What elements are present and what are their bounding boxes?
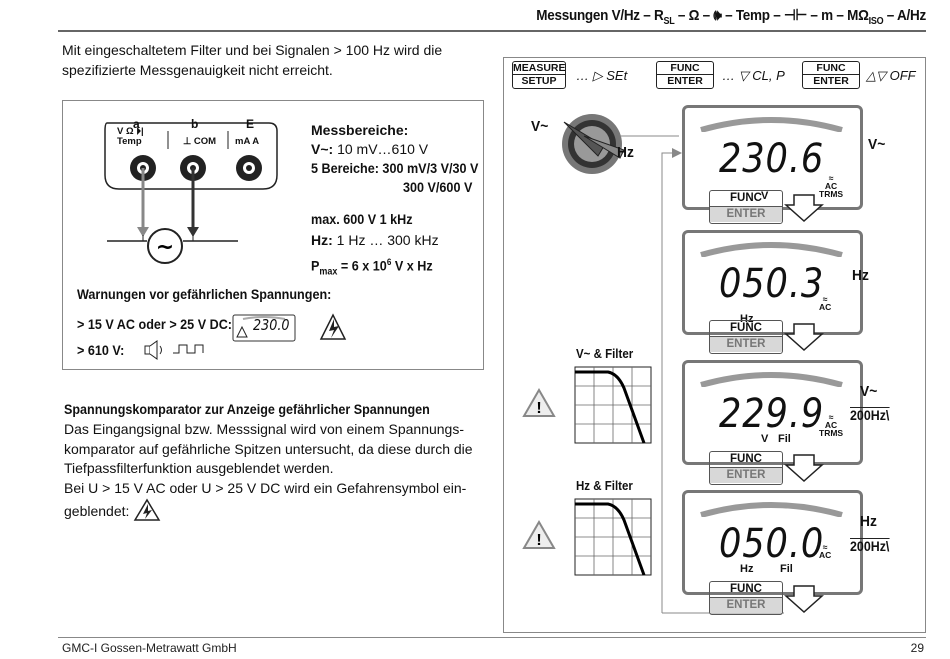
range-v: V~: 10 mV…610 V bbox=[311, 141, 429, 157]
terminal-e: E bbox=[246, 117, 255, 131]
label-com: ⊥ COM bbox=[183, 136, 217, 147]
lcd-unit: Hz bbox=[740, 313, 754, 325]
warn-title: Warnungen vor gefährlichen Spannungen: bbox=[77, 286, 332, 302]
flow-arrows bbox=[620, 135, 784, 614]
filter-note: Mit eingeschaltetem Filter und bei Signa… bbox=[62, 42, 443, 78]
filter-label-v: V~ & Filter bbox=[576, 347, 634, 361]
svg-text:!: ! bbox=[536, 400, 541, 417]
danger-symbol-icon bbox=[133, 498, 161, 521]
lcd-value: 229.9 bbox=[719, 391, 825, 437]
filter-curve-v bbox=[574, 366, 652, 444]
section-body-2: Bei U > 15 V AC oder U > 25 V DC wird ei… bbox=[64, 479, 484, 523]
down-arrow-icon bbox=[784, 454, 824, 483]
range-5b: 300 V/600 V bbox=[403, 179, 473, 195]
ranges-title: Messbereiche: bbox=[311, 122, 409, 138]
svg-text:~: ~ bbox=[156, 235, 174, 260]
page-number: 29 bbox=[910, 641, 924, 655]
lcd-fil: Fil bbox=[780, 563, 793, 575]
section-title: Spannungskomparator zur Anzeige gefährli… bbox=[64, 402, 430, 417]
footer-rule bbox=[58, 637, 926, 638]
lcd-fil: Fil bbox=[778, 433, 791, 445]
seq-setup: … ▷ SEt bbox=[576, 68, 628, 83]
down-arrow-icon bbox=[784, 585, 824, 614]
side-label-1: V~ bbox=[868, 136, 886, 153]
lcd-ac: ≈AC bbox=[819, 294, 832, 312]
side-label-3: V~ bbox=[860, 383, 878, 400]
section-body: Das Eingangsignal bzw. Messsignal wird v… bbox=[64, 420, 484, 522]
lcd-unit: Hz bbox=[740, 563, 754, 575]
hz-range: Hz: 1 Hz … 300 kHz bbox=[311, 232, 439, 248]
label-v-omega: V Ω ⏵|Temp bbox=[117, 126, 144, 147]
pmax: Pmax = 6 x 106 V x Hz bbox=[311, 257, 433, 278]
page-header: Messungen V/Hz – RSL – Ω – 🕪 – Temp – ⊣⊢… bbox=[536, 7, 926, 27]
terminal-a: a bbox=[133, 117, 140, 131]
side-label-4: Hz bbox=[860, 513, 877, 530]
header-rule bbox=[58, 30, 926, 32]
max-rating: max. 600 V 1 kHz bbox=[311, 211, 413, 227]
terminal-b: b bbox=[191, 117, 199, 131]
rotary-v-label: V~ bbox=[531, 118, 549, 135]
warn-line1: > 15 V AC oder > 25 V DC: bbox=[77, 316, 232, 332]
section-body-1: Das Eingangsignal bzw. Messsignal wird v… bbox=[64, 421, 473, 476]
lcd-value: 050.0 bbox=[719, 521, 825, 567]
side-label-2: Hz bbox=[852, 267, 869, 284]
warning-icon: ! bbox=[522, 520, 556, 549]
down-arrow-icon bbox=[784, 194, 824, 223]
connection-sketch: ~ bbox=[104, 122, 347, 360]
filter-label-hz: Hz & Filter bbox=[576, 479, 633, 493]
buzzer-icon: 🕪 bbox=[713, 7, 722, 24]
label-ma-a: mA A bbox=[235, 136, 260, 147]
lcd-unit: V bbox=[761, 433, 769, 445]
lcd-unit: V bbox=[761, 190, 769, 202]
warning-icon: ! bbox=[522, 388, 556, 417]
seq-clp: … ▽ CL, P bbox=[722, 68, 785, 83]
warn-display-value: 230.0 bbox=[253, 316, 290, 334]
warn-line2: > 610 V: bbox=[77, 342, 125, 358]
seq-off: △▽ OFF bbox=[866, 68, 916, 83]
lcd-display-4: 050.0 Hz Fil ≈AC bbox=[682, 490, 863, 595]
footer-company: GMC-I Gossen-Metrawatt GmbH bbox=[62, 641, 237, 655]
rotary-hz-label: Hz bbox=[617, 144, 634, 161]
lcd-value: 050.3 bbox=[719, 261, 825, 307]
side-label-3b: 200Hz\ bbox=[850, 407, 890, 423]
lcd-ac: ≈AC bbox=[819, 542, 832, 560]
filter-curve-hz bbox=[574, 498, 652, 576]
down-arrow-icon bbox=[784, 323, 824, 352]
lcd-value: 230.6 bbox=[719, 136, 825, 182]
lcd-display-2: 050.3 Hz ≈AC bbox=[682, 230, 863, 335]
connection-diagram: ~ a b E V Ω ⏵|Temp ⊥ COM mA A Messbereic… bbox=[62, 100, 484, 370]
svg-text:!: ! bbox=[536, 532, 541, 549]
side-label-4b: 200Hz\ bbox=[850, 538, 890, 554]
rotary-switch[interactable] bbox=[524, 98, 674, 198]
capacitor-icon: ⊣⊢ bbox=[784, 7, 808, 24]
range-5: 5 Bereiche: 300 mV/3 V/30 V bbox=[311, 160, 479, 176]
